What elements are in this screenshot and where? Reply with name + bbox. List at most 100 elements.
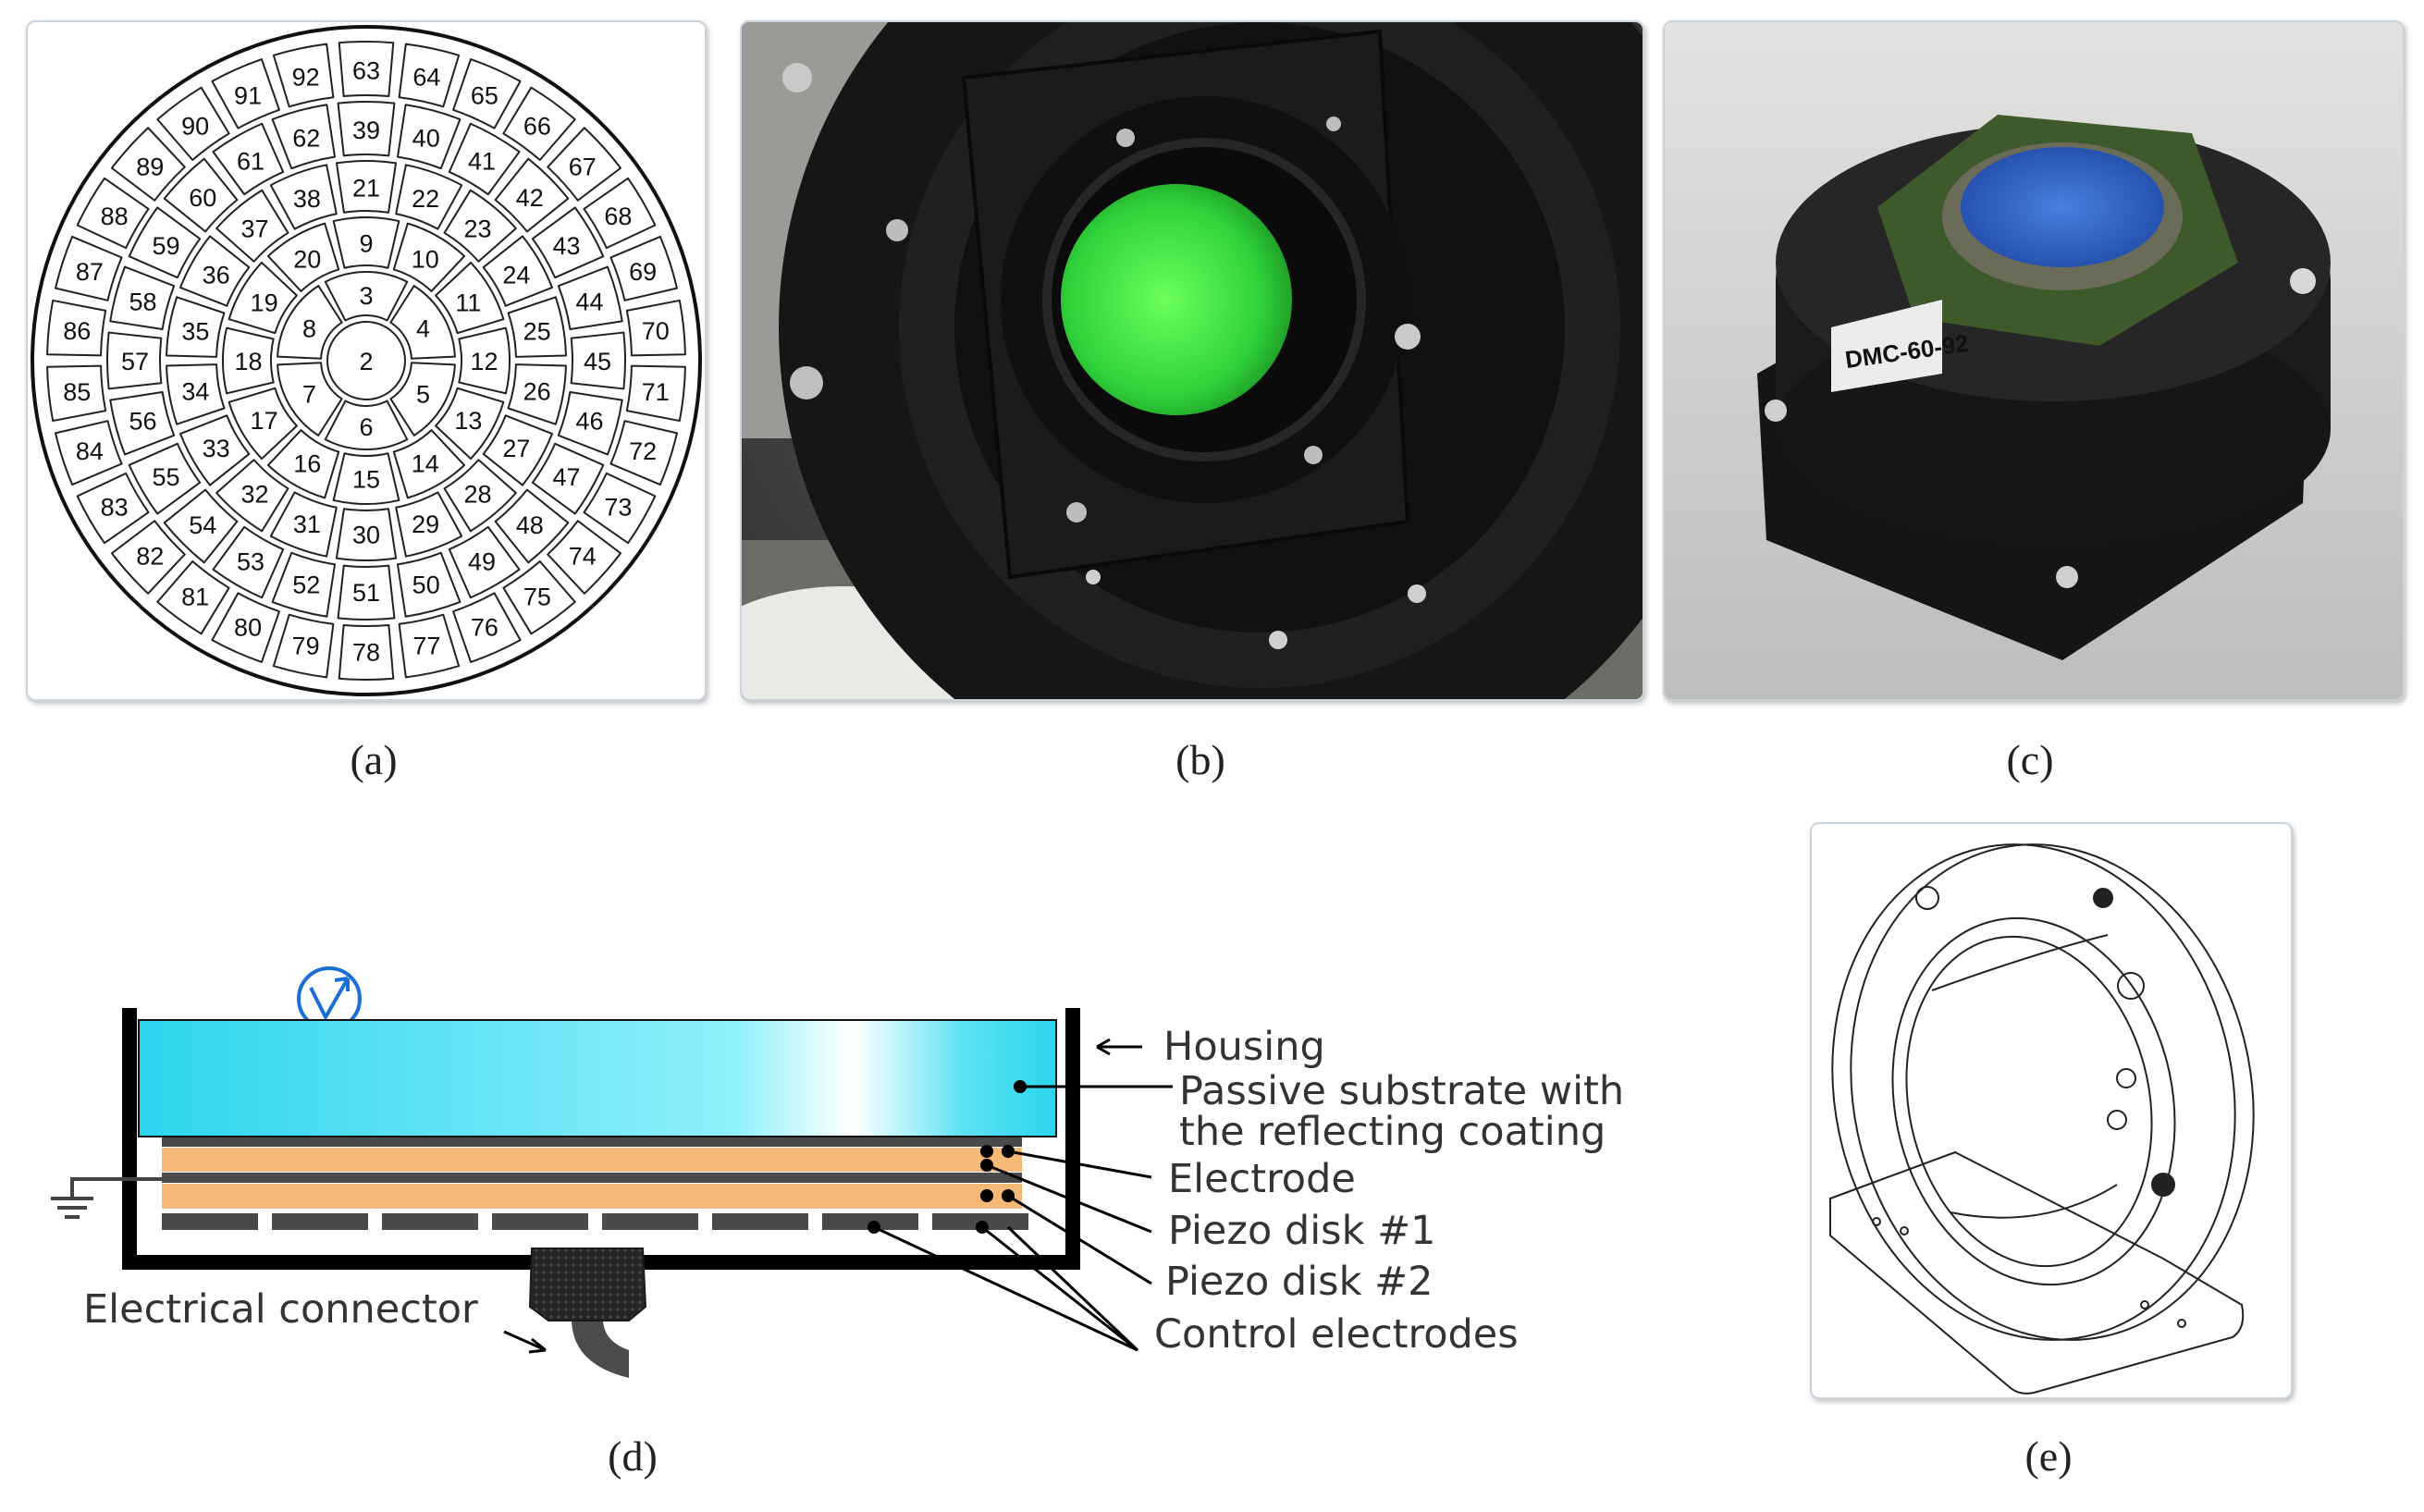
electrode-number: 58 <box>129 288 156 315</box>
label-control-electrodes: Control electrodes <box>1154 1311 1519 1358</box>
electrode-cell <box>178 235 251 307</box>
electrode-number: 52 <box>292 571 320 598</box>
electrode-cell <box>547 127 622 202</box>
electrode-number: 87 <box>76 258 104 286</box>
electrode-cell <box>228 387 298 461</box>
electrode-number: 18 <box>234 348 262 375</box>
electrode-cell <box>435 387 505 461</box>
electrode-cell <box>222 326 275 395</box>
electrode-cell <box>338 41 395 98</box>
electrode-number: 51 <box>352 579 380 607</box>
electrode-number: 62 <box>292 125 320 153</box>
dm-unit-photo: DMC-60-92 <box>1665 22 2403 699</box>
electrode-number: 85 <box>63 378 91 406</box>
electrode-cell <box>76 472 150 545</box>
electrode-number: 72 <box>629 437 657 465</box>
electrode-cell <box>583 177 657 250</box>
electrode-cell <box>166 363 226 425</box>
electrode-cell <box>443 189 517 263</box>
electrode-cell <box>337 101 396 157</box>
electrode-cell <box>110 127 186 202</box>
electrode-number: 50 <box>412 571 440 598</box>
electrode-cell <box>570 331 626 390</box>
electrode-number: 69 <box>629 258 657 286</box>
electrode-cell <box>335 508 398 561</box>
electrode-number: 23 <box>463 215 491 242</box>
electrode-cell <box>625 364 686 423</box>
electrode-cell <box>269 491 338 558</box>
control-electrode-segment <box>712 1213 808 1230</box>
electrode-cell <box>178 414 251 486</box>
electrode-cell <box>211 592 280 663</box>
electrode-number: 65 <box>471 82 498 110</box>
electrode-cell <box>106 331 163 390</box>
electrode-cell <box>55 235 123 301</box>
mirror-outline <box>31 25 702 696</box>
electrode-number: 81 <box>181 583 209 610</box>
electrode-number: 2 <box>359 348 373 375</box>
passive-substrate <box>138 1019 1057 1137</box>
electrode-number: 48 <box>516 511 544 539</box>
electrode-number: 20 <box>293 246 321 274</box>
electrode-cell <box>76 177 150 250</box>
electrode-cell <box>272 43 335 108</box>
electrode-cell <box>482 414 554 486</box>
electrode-number: 80 <box>234 613 262 641</box>
mirror-aperture <box>1061 184 1292 415</box>
electrode-cell <box>482 235 554 307</box>
electrode-cell <box>55 420 123 486</box>
electrode-cell <box>109 390 176 456</box>
electrode-number: 64 <box>412 63 440 91</box>
electrode-number: 82 <box>136 542 164 570</box>
label-electrical-connector: Electrical connector <box>83 1286 478 1333</box>
label-piezo-disk-2: Piezo disk #2 <box>1165 1259 1433 1305</box>
electrode-number: 91 <box>234 82 262 110</box>
electrode-cell <box>338 623 395 681</box>
electrode-number: 49 <box>468 548 496 576</box>
electrode-number: 47 <box>552 463 580 491</box>
label-piezo-disk-1: Piezo disk #1 <box>1168 1208 1436 1254</box>
electrode-cell <box>443 459 517 533</box>
electrode-cell <box>557 265 623 331</box>
electrode-cell <box>128 442 202 515</box>
electrode-number: 16 <box>293 449 321 477</box>
electrode-number: 27 <box>502 435 530 462</box>
electrode-number: 32 <box>240 481 268 509</box>
electrical-connector <box>528 1248 647 1378</box>
electrode-cell <box>583 472 657 545</box>
electrode-number: 4 <box>416 315 430 343</box>
electrode-number: 59 <box>152 232 179 260</box>
electrode-number: 21 <box>352 175 380 203</box>
electrode-number: 29 <box>412 510 439 538</box>
electrode-cell <box>269 164 338 230</box>
electrode-cell <box>271 104 337 170</box>
panel-b-mounted-mirror-photo <box>740 20 1644 701</box>
ring-inner <box>1891 916 2176 1286</box>
electrode-cell <box>335 160 398 214</box>
piezo-disk-1 <box>162 1148 1022 1172</box>
electrode-number: 89 <box>136 154 164 181</box>
electrode-cell <box>324 271 409 322</box>
base-plate <box>1829 1150 2245 1395</box>
electrode-cell <box>332 452 400 505</box>
label-sticker <box>1831 300 1942 392</box>
electrode-cell <box>531 206 605 279</box>
electrode-number: 35 <box>181 317 209 345</box>
electrode-cell <box>212 525 285 599</box>
caption-d: (d) <box>608 1432 658 1480</box>
electrode-cell <box>547 520 622 595</box>
label-electrode: Electrode <box>1168 1156 1356 1202</box>
electrode-cell <box>156 86 230 161</box>
connector-pins <box>1961 147 2164 267</box>
electrode-cell <box>398 43 461 108</box>
control-electrode-segment <box>822 1213 918 1230</box>
electrode-cell <box>395 164 463 230</box>
electrode-number: 84 <box>76 437 104 465</box>
electrode-cell <box>502 86 576 161</box>
electrode-number: 42 <box>516 184 544 212</box>
caption-a: (a) <box>350 736 398 783</box>
ground-symbol <box>51 1177 162 1219</box>
electrode-cell <box>557 390 623 456</box>
